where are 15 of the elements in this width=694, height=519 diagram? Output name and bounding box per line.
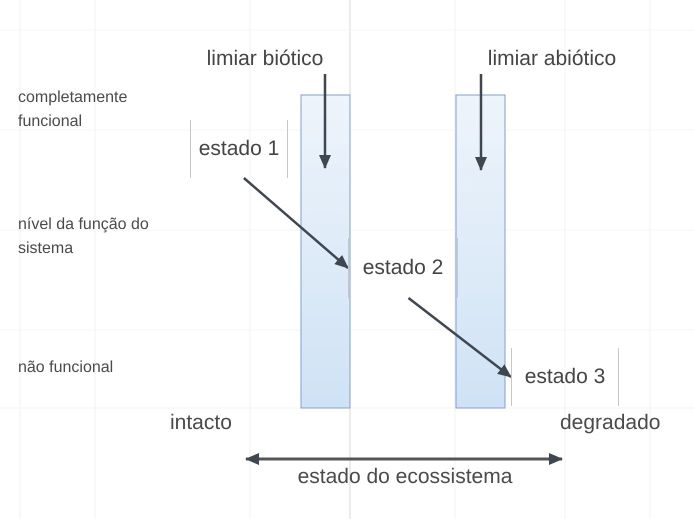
state-label: estado 2 [348, 238, 458, 298]
axis-label: intacto [170, 410, 233, 436]
state-label: estado 3 [511, 348, 619, 406]
axis-label: nível da função do sistema [18, 215, 150, 259]
axis-label: completamente funcional [18, 88, 128, 132]
arrow [408, 297, 512, 378]
threshold-label: limiar biótico [186, 44, 344, 74]
arrow [319, 74, 331, 169]
axis-label: degradado [560, 410, 662, 436]
axis-label: estado do ecossistema [296, 464, 514, 490]
arrow [243, 177, 349, 269]
threshold-label: limiar abiótico [450, 44, 654, 74]
state-label: estado 1 [190, 120, 288, 178]
arrow [475, 74, 487, 171]
axis-label: não funcional [18, 358, 114, 378]
